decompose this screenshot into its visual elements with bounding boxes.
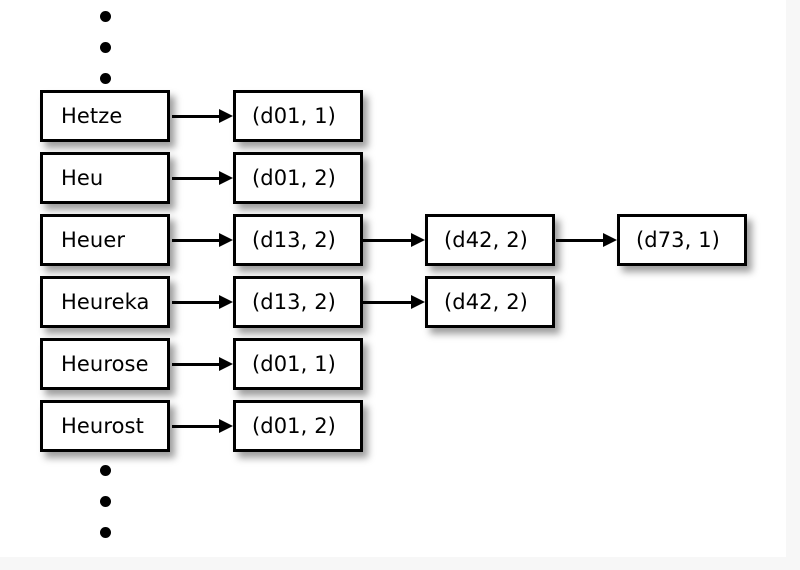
ellipsis-dot [99,11,111,22]
vertical-ellipsis-bottom [95,465,115,538]
ellipsis-dot [99,496,111,507]
node-term-hetze[interactable]: Hetze [40,90,170,142]
vertical-ellipsis-top [95,11,115,84]
arrow-post-2-3-to-post-3-3 [556,233,617,247]
node-term-heureka[interactable]: Heureka [40,276,170,328]
arrow-head [219,419,233,433]
node-post-2-3[interactable]: (d42, 2) [425,214,555,266]
arrow-head [219,109,233,123]
node-post-2-4[interactable]: (d42, 2) [425,276,555,328]
node-term-heurose[interactable]: Heurose [40,338,170,390]
node-post-1-2[interactable]: (d01, 2) [233,152,363,204]
node-term-heuer[interactable]: Heuer [40,214,170,266]
node-post-1-6[interactable]: (d01, 2) [233,400,363,452]
ellipsis-dot [99,527,111,538]
arrow-shaft [172,115,219,118]
arrow-head [603,233,617,247]
arrow-shaft [172,301,219,304]
node-post-1-3[interactable]: (d13, 2) [233,214,363,266]
node-post-1-5[interactable]: (d01, 1) [233,338,363,390]
node-post-3-3[interactable]: (d73, 1) [617,214,747,266]
node-post-1-1[interactable]: (d01, 1) [233,90,363,142]
arrow-head [411,295,425,309]
ellipsis-dot [99,73,111,84]
arrow-shaft [172,239,219,242]
arrow-post-1-3-to-post-2-3 [363,233,425,247]
arrow-head [219,233,233,247]
arrow-shaft [363,239,411,242]
arrow-shaft [172,363,219,366]
arrow-head [219,171,233,185]
arrow-shaft [363,301,411,304]
ellipsis-dot [99,42,111,53]
arrow-head [219,357,233,371]
node-post-1-4[interactable]: (d13, 2) [233,276,363,328]
arrow-head [219,295,233,309]
arrow-shaft [556,239,603,242]
arrow-term-heuer-to-post-1-3 [172,233,233,247]
arrow-term-heurose-to-post-1-5 [172,357,233,371]
arrow-term-heurost-to-post-1-6 [172,419,233,433]
arrow-shaft [172,177,219,180]
node-term-heurost[interactable]: Heurost [40,400,170,452]
arrow-head [411,233,425,247]
arrow-term-hetze-to-post-1-1 [172,109,233,123]
arrow-term-heureka-to-post-1-4 [172,295,233,309]
arrow-post-1-4-to-post-2-4 [363,295,425,309]
page-edge-bottom [0,557,800,570]
arrow-term-heu-to-post-1-2 [172,171,233,185]
ellipsis-dot [99,465,111,476]
arrow-shaft [172,425,219,428]
page-edge-right [786,0,800,570]
node-term-heu[interactable]: Heu [40,152,170,204]
